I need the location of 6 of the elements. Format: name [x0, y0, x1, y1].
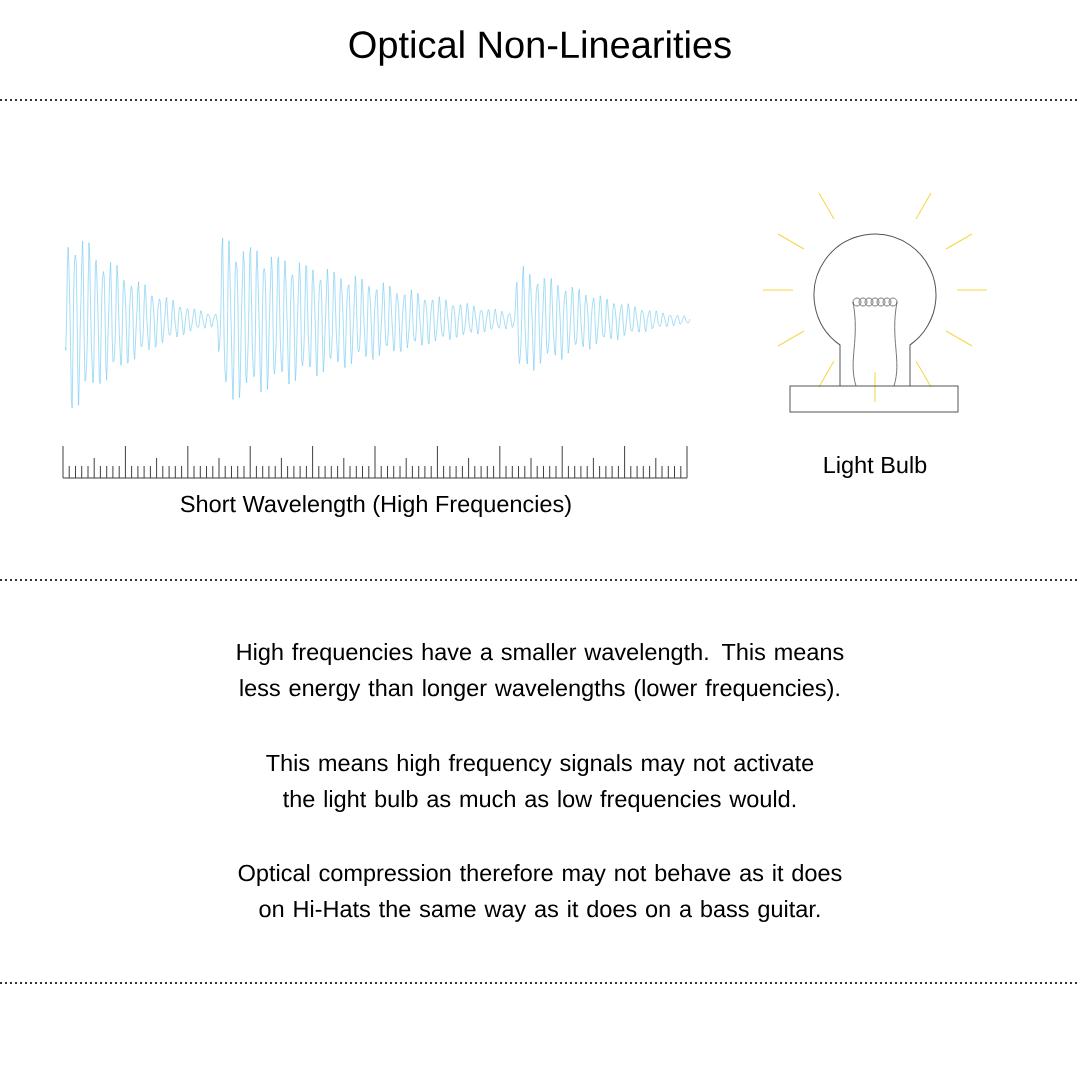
- paragraph: This means high frequency signals may not activate the light bulb as much as low frequencies would.: [266, 754, 814, 812]
- title: Optical Non-Linearities: [349, 30, 731, 66]
- paragraph: Optical compression therefore may not behave as it does on Hi-Hats the same way as it does on a bass guitar.: [238, 864, 842, 922]
- bulb-caption: Light Bulb: [824, 456, 927, 478]
- axis-caption: Short Wavelength (High Frequencies): [180, 495, 571, 517]
- paragraph: High frequencies have a smaller wavelength. This means less energy than longer wavelengths (lower frequencies).: [237, 643, 844, 701]
